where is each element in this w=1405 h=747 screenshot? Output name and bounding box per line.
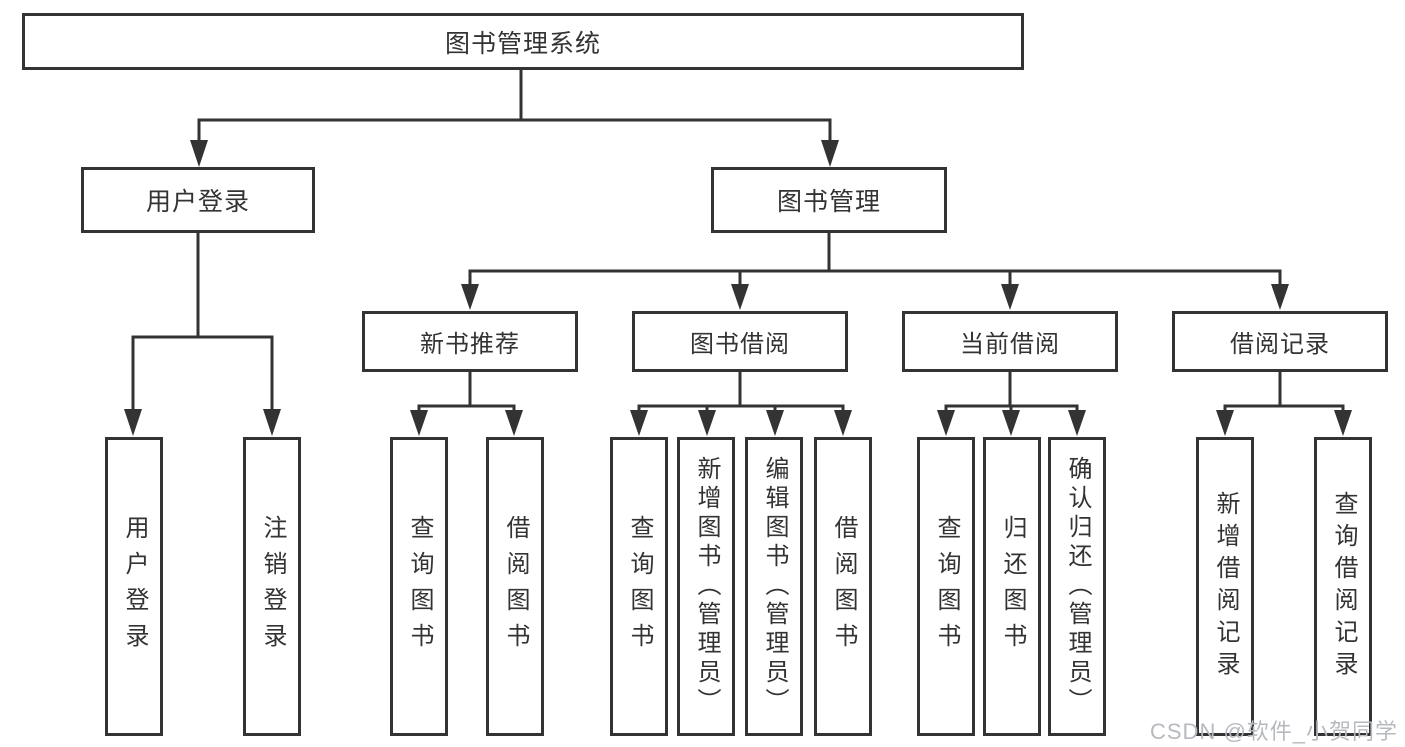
leaf-user-login: 用户登录 (105, 437, 163, 736)
node-label: 查询借阅记录 (1330, 490, 1357, 683)
node-label: 图书管理 (776, 188, 881, 216)
leaf-br-query-record: 查询借阅记录 (1314, 437, 1372, 736)
node-label: 归还图书 (999, 514, 1026, 659)
node-label: 当前借阅 (960, 331, 1060, 358)
leaf-logout: 注销登录 (243, 437, 301, 736)
node-label: 查询图书 (626, 514, 653, 659)
csdn-watermark: CSDN @软件_小贺同学 (1150, 719, 1399, 744)
node-label: 新书推荐 (420, 331, 520, 358)
leaf-bb-borrow-books: 借阅图书 (814, 437, 872, 736)
node-label: 图书管理系统 (444, 29, 601, 58)
node-label: 图书借阅 (690, 331, 790, 358)
node-label: 新增图书（管理员） (693, 456, 720, 717)
leaf-cb-return-books: 归还图书 (983, 437, 1041, 736)
node-label: 确认归还（管理员） (1064, 456, 1091, 717)
node-borrow-records: 借阅记录 (1172, 311, 1388, 372)
leaf-br-add-record: 新增借阅记录 (1196, 437, 1254, 736)
leaf-cb-confirm-return-admin: 确认归还（管理员） (1048, 437, 1106, 736)
node-label: 用户登录 (145, 188, 250, 216)
node-label: 借阅记录 (1230, 331, 1330, 358)
node-label: 新增借阅记录 (1212, 490, 1239, 683)
node-label: 借阅图书 (502, 514, 529, 659)
node-root: 图书管理系统 (22, 13, 1024, 70)
node-label: 查询图书 (933, 514, 960, 659)
node-user-login: 用户登录 (81, 167, 315, 233)
leaf-bb-edit-books-admin: 编辑图书（管理员） (745, 437, 803, 736)
leaf-bb-query-books: 查询图书 (610, 437, 668, 736)
node-label: 查询图书 (406, 514, 433, 659)
arrowheads (124, 140, 1352, 436)
node-book-management: 图书管理 (711, 167, 947, 233)
node-label: 编辑图书（管理员） (761, 456, 788, 717)
node-label: 用户登录 (121, 514, 148, 659)
node-label: 注销登录 (259, 514, 286, 659)
leaf-bb-add-books-admin: 新增图书（管理员） (677, 437, 735, 736)
node-book-borrow: 图书借阅 (632, 311, 848, 372)
leaf-nb-borrow-books: 借阅图书 (486, 437, 544, 736)
node-new-book-recommend: 新书推荐 (362, 311, 578, 372)
node-current-borrow: 当前借阅 (902, 311, 1118, 372)
leaf-cb-query-books: 查询图书 (917, 437, 975, 736)
leaf-nb-query-books: 查询图书 (390, 437, 448, 736)
node-label: 借阅图书 (830, 514, 857, 659)
